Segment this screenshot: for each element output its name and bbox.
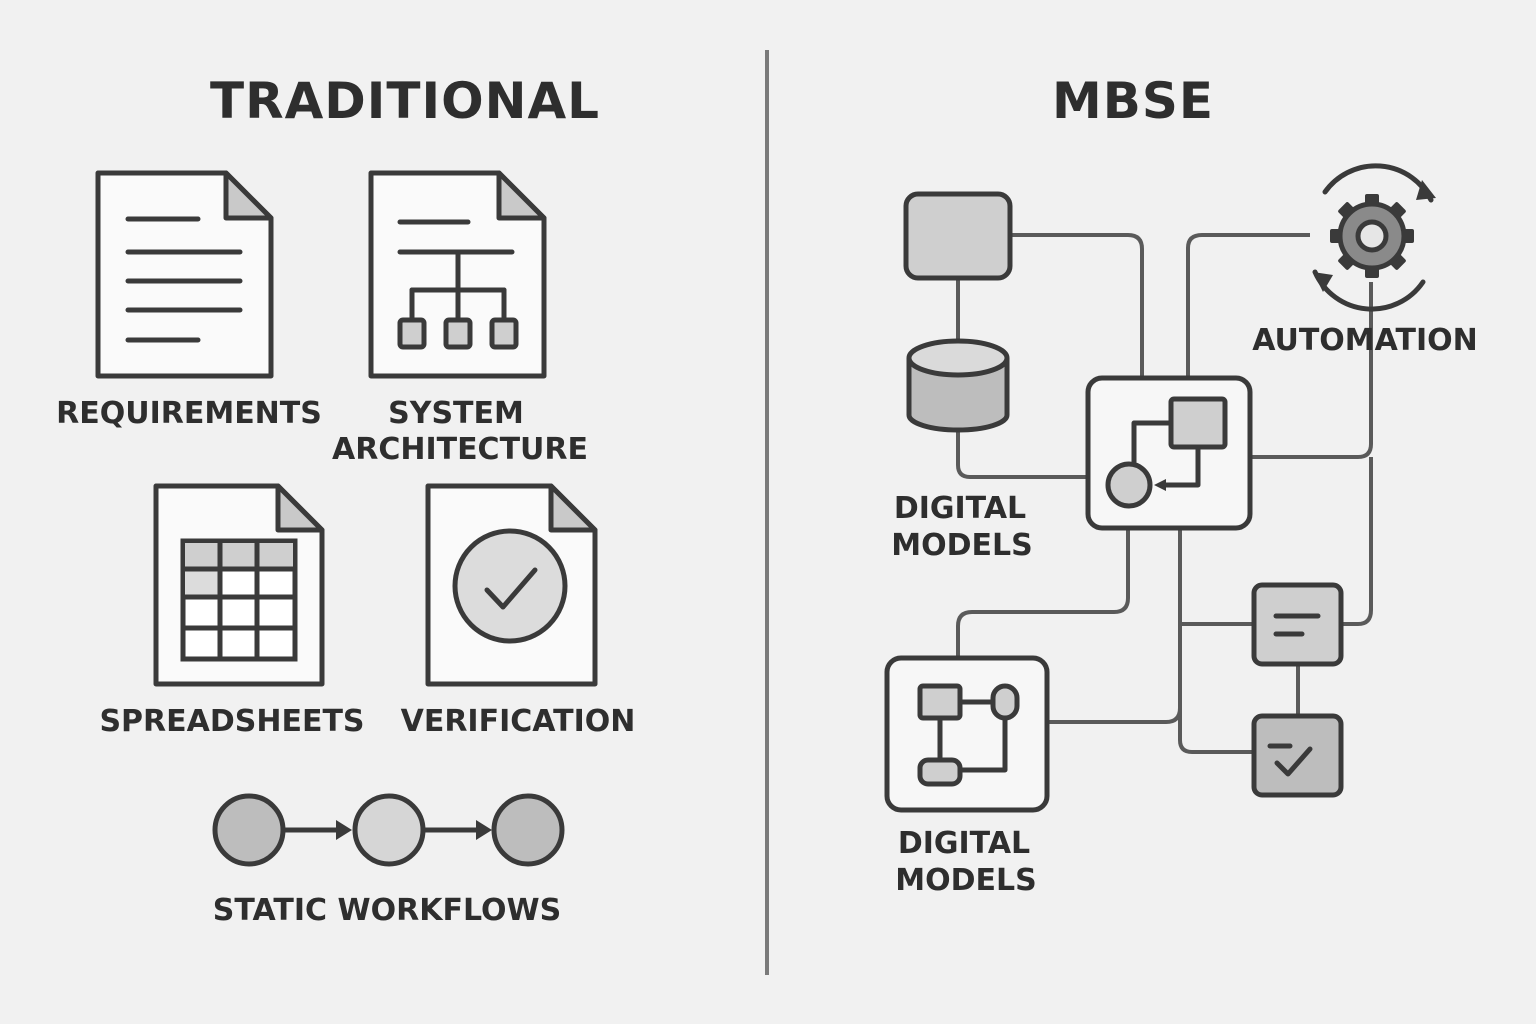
digital-models-top-line2: MODELS [891,528,1032,563]
digital-models-bottom-line1: DIGITAL [898,826,1030,861]
verified-check-node-icon [1251,713,1344,798]
central-model-diagram-icon [1085,375,1253,531]
mbse-title: MBSE [1052,72,1214,130]
static-workflows-label: STATIC WORKFLOWS [213,893,561,928]
mbse-connections [956,233,1373,754]
verification-document-icon [425,483,598,687]
requirements-label: REQUIREMENTS [56,396,322,431]
workflow-step-node [352,793,426,867]
digital-models-top-line1: DIGITAL [894,491,1026,526]
spreadsheet-document-icon [153,483,325,687]
database-icon [906,338,1010,433]
verification-label: VERIFICATION [401,704,636,739]
automation-gear-icon [1312,163,1436,312]
document-node-icon [1251,582,1344,667]
system-architecture-document-icon [368,170,547,379]
workflow-step-node [212,793,286,867]
spreadsheets-label: SPREADSHEETS [99,704,364,739]
static-workflow-diagram [212,793,565,867]
workflow-step-node [491,793,565,867]
requirements-document-icon [95,170,274,379]
digital-models-bottom-line2: MODELS [895,863,1036,898]
bottom-model-diagram-icon [884,655,1050,813]
traditional-title: TRADITIONAL [210,72,600,130]
system-label: SYSTEM [388,396,524,431]
model-block-icon [903,191,1013,281]
architecture-label: ARCHITECTURE [332,432,588,467]
automation-label: AUTOMATION [1252,323,1478,358]
